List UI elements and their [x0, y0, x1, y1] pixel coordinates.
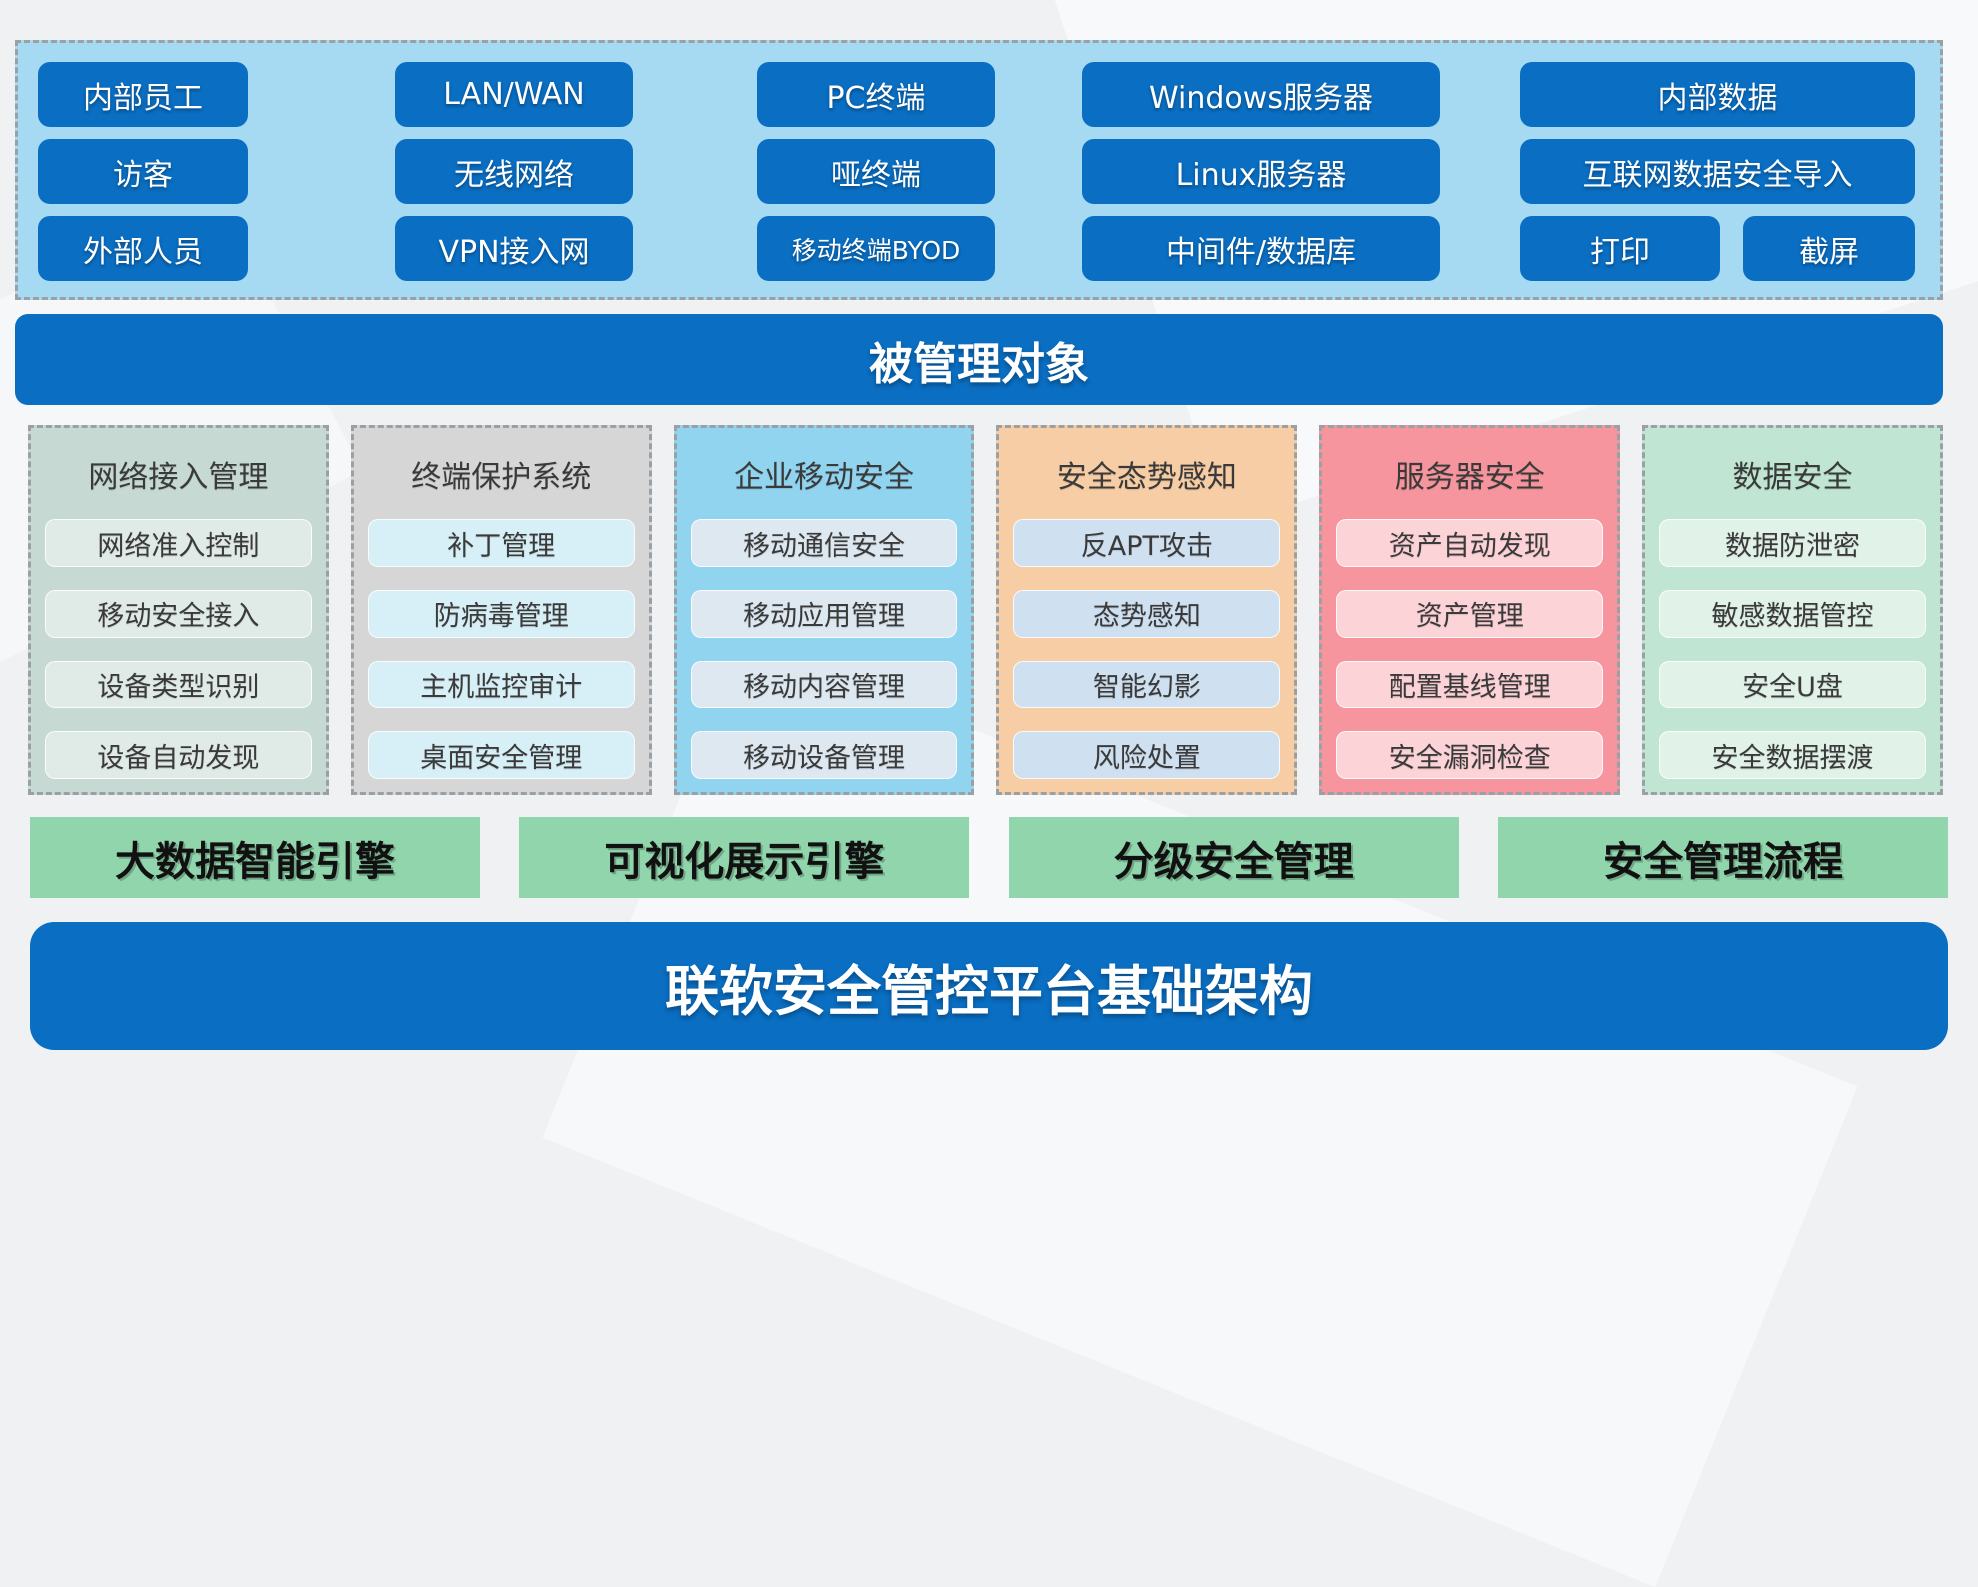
- module-data-security: 数据安全 数据防泄密 敏感数据管控 安全U盘 安全数据摆渡: [1642, 425, 1943, 795]
- module-title: 数据安全: [1732, 459, 1853, 495]
- column-users: 内部员工 访客 外部人员: [38, 43, 248, 281]
- module-item: 安全U盘: [1659, 660, 1926, 709]
- chip-pc-terminal: PC终端: [757, 62, 995, 127]
- module-item: 移动内容管理: [690, 660, 958, 709]
- chip-dumb-terminal: 哑终端: [757, 139, 995, 204]
- chip-internal-data: 内部数据: [1520, 62, 1915, 127]
- module-item: 移动安全接入: [45, 590, 312, 638]
- module-title: 企业移动安全: [734, 459, 915, 495]
- architecture-diagram: 内部员工 访客 外部人员 LAN/WAN 无线网络 VPN接入网 PC终端 哑终…: [15, 40, 1948, 1050]
- module-item: 反APT攻击: [1013, 519, 1281, 567]
- module-title: 安全态势感知: [1056, 459, 1237, 495]
- managed-objects-bar: 被管理对象: [15, 314, 1943, 405]
- chip-middleware-database: 中间件/数据库: [1082, 216, 1440, 281]
- modules-zone: 网络接入管理 网络准入控制 移动安全接入 设备类型识别 设备自动发现 终端保护系…: [28, 425, 1943, 795]
- engine-big-data: 大数据智能引擎: [30, 817, 480, 898]
- module-item: 敏感数据管控: [1659, 590, 1926, 638]
- module-title: 网络接入管理: [88, 459, 269, 495]
- module-item: 风险处置: [1013, 731, 1281, 780]
- chip-print: 打印: [1520, 216, 1720, 281]
- engine-visualization: 可视化展示引擎: [519, 817, 970, 898]
- module-item: 移动通信安全: [690, 519, 958, 567]
- column-terminals: PC终端 哑终端 移动终端BYOD: [757, 43, 995, 281]
- module-item: 态势感知: [1013, 590, 1281, 638]
- module-item: 移动应用管理: [690, 590, 958, 638]
- module-title: 终端保护系统: [411, 459, 592, 495]
- chip-internal-staff: 内部员工: [38, 62, 248, 127]
- chip-external-personnel: 外部人员: [38, 216, 248, 281]
- module-item: 桌面安全管理: [367, 731, 635, 780]
- module-server-security: 服务器安全 资产自动发现 资产管理 配置基线管理 安全漏洞检查: [1319, 425, 1621, 795]
- module-item: 资产管理: [1336, 590, 1604, 638]
- managed-objects-zone: 内部员工 访客 外部人员 LAN/WAN 无线网络 VPN接入网 PC终端 哑终…: [15, 40, 1943, 300]
- chip-wireless-network: 无线网络: [395, 139, 633, 204]
- chip-windows-server: Windows服务器: [1082, 62, 1440, 127]
- engines-row: 大数据智能引擎 可视化展示引擎 分级安全管理 安全管理流程: [30, 817, 1948, 898]
- module-item: 设备自动发现: [45, 731, 312, 780]
- module-item: 智能幻影: [1013, 660, 1281, 709]
- chip-screenshot: 截屏: [1743, 216, 1915, 281]
- engine-hierarchical-security-management: 分级安全管理: [1008, 817, 1459, 898]
- platform-title-bar: 联软安全管控平台基础架构: [30, 922, 1948, 1050]
- module-security-situation-awareness: 安全态势感知 反APT攻击 态势感知 智能幻影 风险处置: [996, 425, 1298, 795]
- chip-mobile-byod: 移动终端BYOD: [757, 216, 995, 281]
- engine-security-management-process: 安全管理流程: [1497, 817, 1948, 898]
- module-enterprise-mobile-security: 企业移动安全 移动通信安全 移动应用管理 移动内容管理 移动设备管理: [673, 425, 975, 795]
- module-item: 防病毒管理: [367, 590, 635, 638]
- module-item: 配置基线管理: [1336, 660, 1604, 709]
- chip-visitor: 访客: [38, 139, 248, 204]
- print-screenshot-row: 打印 截屏: [1520, 216, 1915, 281]
- column-data: 内部数据 互联网数据安全导入 打印 截屏: [1520, 43, 1915, 281]
- module-item: 数据防泄密: [1659, 519, 1926, 567]
- module-item: 网络准入控制: [45, 519, 312, 567]
- chip-vpn-access: VPN接入网: [395, 216, 633, 281]
- module-item: 设备类型识别: [45, 660, 312, 709]
- module-item: 资产自动发现: [1336, 519, 1604, 567]
- chip-lan-wan: LAN/WAN: [395, 62, 633, 127]
- module-item: 安全数据摆渡: [1659, 731, 1926, 780]
- chip-internet-data-import: 互联网数据安全导入: [1520, 139, 1915, 204]
- module-endpoint-protection: 终端保护系统 补丁管理 防病毒管理 主机监控审计 桌面安全管理: [350, 425, 652, 795]
- module-network-access: 网络接入管理 网络准入控制 移动安全接入 设备类型识别 设备自动发现: [28, 425, 329, 795]
- module-title: 服务器安全: [1394, 459, 1545, 495]
- column-servers: Windows服务器 Linux服务器 中间件/数据库: [1082, 43, 1440, 281]
- module-item: 主机监控审计: [367, 660, 635, 709]
- column-network: LAN/WAN 无线网络 VPN接入网: [395, 43, 633, 281]
- chip-linux-server: Linux服务器: [1082, 139, 1440, 204]
- module-item: 移动设备管理: [690, 731, 958, 780]
- module-item: 安全漏洞检查: [1336, 731, 1604, 780]
- module-item: 补丁管理: [367, 519, 635, 567]
